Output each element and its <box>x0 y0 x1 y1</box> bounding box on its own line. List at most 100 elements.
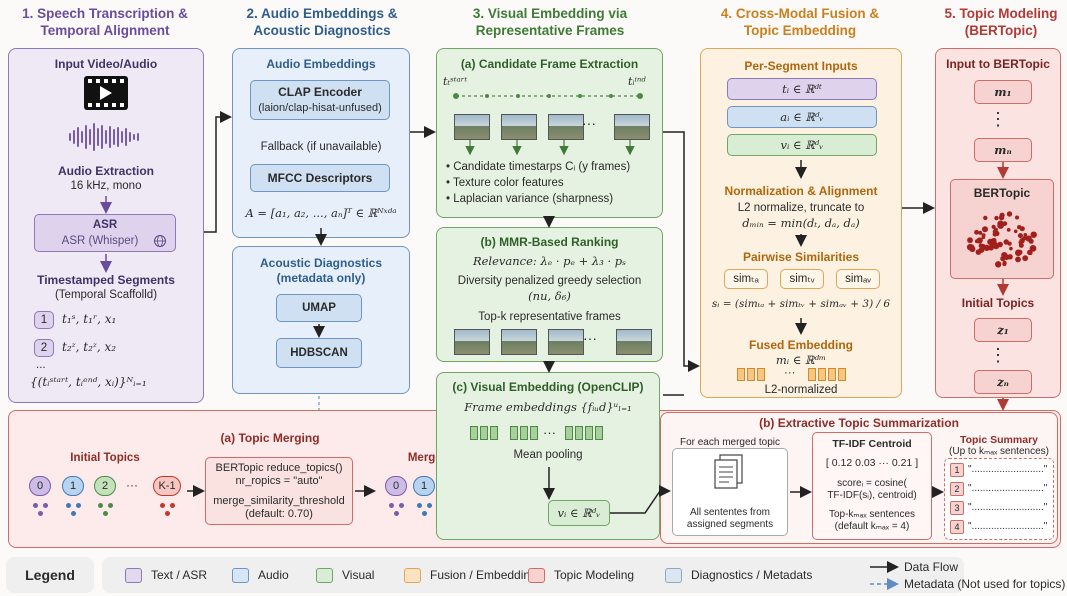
embedding-cell <box>520 426 528 440</box>
fused-cell <box>808 368 816 381</box>
visual-vector-box: vᵢ ∈ ℝᵈᵥ <box>548 500 610 526</box>
l2-normalized-label: L2-normalized <box>764 384 838 396</box>
topic-dot <box>165 511 170 516</box>
hdbscan-box <box>276 338 362 368</box>
header-speech-transcription: 1. Speech Transcription & Temporal Align… <box>22 6 188 38</box>
sim-tv-box: simₜᵥ <box>780 269 824 289</box>
clap-encoder-title: CLAP Encoder <box>278 85 362 99</box>
summary-row-number: 1 <box>950 463 964 477</box>
reduce-topics-box <box>205 457 353 525</box>
initial-topics-label: Initial Topics <box>70 452 140 464</box>
z1-box: z₁ <box>974 318 1032 342</box>
audio-spec-label: 16 kHz, mono <box>70 180 142 192</box>
fused-cell <box>838 368 846 381</box>
header-cross-modal-fusion: 4. Cross-Modal Fusion & Topic Embedding <box>720 6 880 38</box>
diversity-label: Diversity penalized greedy selection <box>457 275 642 287</box>
topic-dot <box>76 503 81 508</box>
audio-embeddings-title: Audio Embeddings <box>266 57 376 71</box>
legend-label: Text / ASR <box>151 568 208 582</box>
hdbscan-label: HDBSCAN <box>290 347 348 359</box>
segment-set-formula: {(tᵢˢᵗᵃʳᵗ, tᵢᵉⁿᵈ, xᵢ)}ᴺᵢ₌₁ <box>30 375 147 389</box>
legend-swatch <box>665 568 682 583</box>
fused-cell <box>818 368 826 381</box>
normalization-title: Normalization & Alignment <box>724 184 878 198</box>
legend-swatch <box>528 568 545 583</box>
diversity-params: (nu, δ₆) <box>528 289 571 303</box>
legend-title: Legend <box>25 567 75 583</box>
candidate-frame-thumbnail <box>614 114 650 140</box>
embedding-cell <box>585 426 593 440</box>
openclip-title: (c) Visual Embedding (OpenCLIP) <box>452 380 644 394</box>
fused-cell <box>747 368 755 381</box>
timestamped-segments-title: Timestamped Segments <box>37 273 175 287</box>
bullet-2-text: Texture color features <box>453 177 564 189</box>
mN-box: mₙ <box>974 138 1032 162</box>
candidate-frame-thumbnail <box>454 114 490 140</box>
bullet-3-text: Laplacian variance (sharpness) <box>453 193 614 205</box>
sentences-caption-2: assigned segments <box>686 519 774 530</box>
embedding-cell <box>575 426 583 440</box>
topic-circle: 0 <box>385 476 407 496</box>
bullet-candidate-timestamps: • Candidate timestarps Cᵢ (y frames) <box>446 161 631 173</box>
mean-pooling-label: Mean pooling <box>513 449 583 461</box>
header-audio-embeddings: 2. Audio Embeddings & Acoustic Diagnosti… <box>246 6 398 38</box>
mfcc-label: MFCC Descriptors <box>267 171 373 185</box>
score-line2: TF-IDF(sᵢ), centroid) <box>827 490 917 501</box>
asr-title: ASR <box>92 219 118 231</box>
topic-dot <box>71 511 76 516</box>
candidate-frames-title: (a) Candidate Frame Extraction <box>460 57 639 71</box>
legend-label: Visual <box>342 568 375 582</box>
mfcc-box <box>250 164 390 192</box>
topk-frame-thumbnail <box>501 329 537 355</box>
topic-circle: 1 <box>62 476 84 496</box>
score-line1: scoreᵢ = cosine( <box>837 478 907 489</box>
segment-1-number: 1 <box>34 311 54 329</box>
acoustic-diagnostics-sub: (metadata only) <box>276 271 366 285</box>
input-video-title: Input Video/Audio <box>54 57 158 71</box>
zN-box: zₙ <box>974 370 1032 394</box>
legend-data-flow: Data Flow <box>904 560 959 574</box>
audio-vector-box: aᵢ ∈ ℝᵈᵥ <box>727 106 877 128</box>
topic-dot <box>427 503 432 508</box>
segment-dots: ... <box>36 359 46 371</box>
topic-dot <box>422 511 427 516</box>
input-to-bertopic-title: Input to BERTopic <box>946 57 1050 71</box>
legend-title-box <box>6 557 94 593</box>
topic-dot <box>103 511 108 516</box>
m-vdots: ⋮ <box>989 109 1007 129</box>
topk-frame-thumbnail <box>454 329 490 355</box>
candidate-frame-thumbnail <box>501 114 537 140</box>
topic-circle: 2 <box>94 476 116 496</box>
topk-frame-thumbnail <box>616 329 652 355</box>
text-vector-box: tᵢ ∈ ℝᵈᵗ <box>727 78 877 100</box>
relevance-formula: Relevance: λₑ · pₑ + λ₃ · pₛ <box>472 254 627 268</box>
fused-cell <box>828 368 836 381</box>
sim-av-box: simₐᵥ <box>836 269 880 289</box>
audio-extraction-label: Audio Extraction <box>57 164 154 178</box>
sentences-caption-1: All sententes from <box>689 507 771 518</box>
topk-ellipsis: ··· <box>583 330 597 346</box>
per-segment-inputs-title: Per-Segment Inputs <box>744 59 858 73</box>
summary-row-number: 3 <box>950 501 964 515</box>
embedding-cell <box>480 426 488 440</box>
summary-row-number: 4 <box>950 520 964 534</box>
bertopic-box <box>950 179 1054 279</box>
normalization-line1: L2 normalize, truncate to <box>737 202 865 214</box>
fused-cell <box>737 368 745 381</box>
tfidf-values: [ 0.12 0.03 ··· 0.21 ] <box>825 457 919 469</box>
legend-swatch <box>404 568 421 583</box>
asr-sub: ASR (Whisper) <box>61 235 139 247</box>
topic-circle: K-1 <box>153 476 181 496</box>
legend-swatch <box>232 568 249 583</box>
topic-summary-box <box>944 458 1054 540</box>
segment-2-text: t₂ᶻ, t₂ᶻ, x₂ <box>62 340 117 354</box>
header-visual-embedding: 3. Visual Embedding via Representative F… <box>472 6 628 38</box>
pairwise-similarities-title: Pairwise Similarities <box>742 250 860 264</box>
topk-frames-label: Top-k representative frames <box>478 311 621 323</box>
topic-dot <box>38 511 43 516</box>
fused-embedding-title: Fused Embedding <box>748 338 853 352</box>
topic-dot <box>43 503 48 508</box>
fallback-label: Fallback (if unavailable) <box>260 141 382 153</box>
embedding-cell <box>530 426 538 440</box>
umap-label: UMAP <box>302 302 336 314</box>
